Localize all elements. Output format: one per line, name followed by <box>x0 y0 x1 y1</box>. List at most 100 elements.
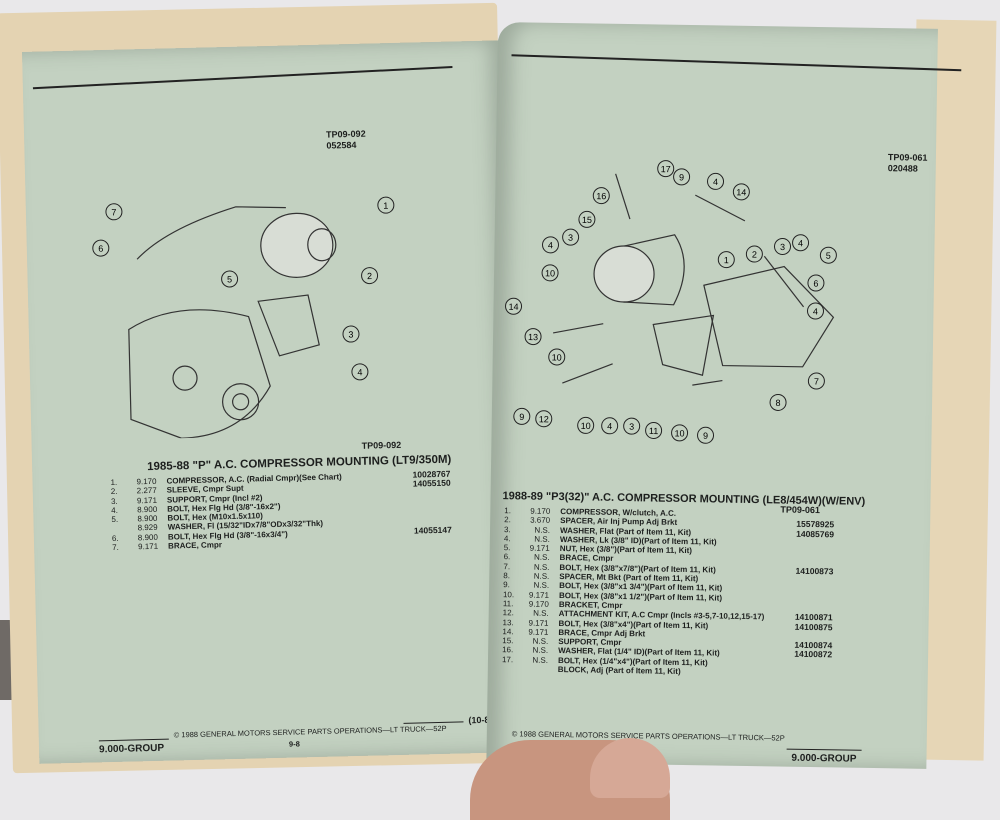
callout-circle <box>505 297 523 315</box>
callout-11: 11 <box>645 421 663 439</box>
callout-10: 10 <box>577 416 595 434</box>
callout-label: 4 <box>813 306 818 316</box>
item-number: 8. <box>503 571 511 581</box>
callout-16: 16 <box>592 187 610 205</box>
callout-1: 1 <box>377 196 395 214</box>
callout-4: 4 <box>542 236 560 254</box>
item-number: 10. <box>502 589 515 599</box>
callout-label: 9 <box>679 172 684 182</box>
callout-4: 4 <box>351 363 369 381</box>
callout-circle <box>657 160 675 178</box>
group-label: 9.000-GROUP <box>791 752 857 765</box>
group-number: N.S. <box>534 525 551 535</box>
callout-circle <box>623 417 641 435</box>
callout-label: 7 <box>814 377 819 387</box>
callout-label: 8 <box>775 398 780 408</box>
callout-label: 5 <box>826 251 831 261</box>
callout-10: 10 <box>671 424 689 442</box>
callout-label: 1 <box>724 255 729 265</box>
callout-label: 3 <box>629 422 634 432</box>
callout-7: 7 <box>807 372 825 390</box>
callout-circle <box>562 228 580 246</box>
callout-circle <box>717 251 735 269</box>
callout-circle <box>541 264 559 282</box>
callout-14: 14 <box>732 183 750 201</box>
callout-circle <box>806 302 824 320</box>
callout-circle <box>807 372 825 390</box>
callout-13: 13 <box>524 328 542 346</box>
item-number: 1. <box>504 506 512 516</box>
callout-4: 4 <box>806 302 824 320</box>
group-number: N.S. <box>532 636 549 647</box>
callout-label: 6 <box>813 278 818 288</box>
callout-circle <box>745 245 763 263</box>
callout-label: 2 <box>367 271 372 281</box>
callout-label: 10 <box>552 352 562 362</box>
callout-2: 2 <box>745 245 763 263</box>
callout-9: 9 <box>673 168 691 186</box>
callout-2: 2 <box>361 267 379 285</box>
callout-label: 5 <box>227 274 232 284</box>
callout-9: 9 <box>513 407 531 425</box>
item-number: 5. <box>503 543 511 553</box>
header-rule <box>32 65 453 90</box>
callout-label: 9 <box>519 412 524 422</box>
callout-circle <box>361 267 379 285</box>
callout-label: 17 <box>661 164 671 174</box>
group-number: N.S. <box>533 608 549 619</box>
callout-circle <box>513 407 531 425</box>
item-number: 13. <box>502 617 514 627</box>
item-number: 2. <box>504 515 511 525</box>
copyright-footer: © 1988 GENERAL MOTORS SERVICE PARTS OPER… <box>173 723 447 740</box>
callout-circle <box>774 237 792 255</box>
callout-label: 10 <box>545 268 555 278</box>
callout-circle <box>535 410 553 428</box>
callout-label: 4 <box>357 367 362 377</box>
callout-label: 7 <box>111 207 116 217</box>
callout-circle <box>221 270 239 288</box>
callout-circle <box>819 246 837 264</box>
part-description: BLOCK, Adj (Part of Item 11, Kit) <box>557 665 681 676</box>
callout-label: 9 <box>703 431 708 441</box>
group-number: N.S. <box>533 571 550 581</box>
callout-4: 4 <box>707 172 725 190</box>
callout-12: 12 <box>535 410 553 428</box>
callout-14: 14 <box>505 297 523 315</box>
item-number: 12. <box>502 608 514 618</box>
callout-label: 3 <box>780 242 785 252</box>
item-number <box>502 664 524 674</box>
thumb <box>590 738 670 798</box>
callout-circle <box>92 239 110 257</box>
callout-3: 3 <box>562 228 580 246</box>
callout-9: 9 <box>697 426 715 444</box>
part-number <box>388 535 452 546</box>
item-number: 9. <box>503 580 510 590</box>
callout-circle <box>105 203 123 221</box>
group-number: 9.171 <box>529 543 550 554</box>
callout-8: 8 <box>769 393 787 411</box>
callout-label: 4 <box>798 238 803 248</box>
callout-label: 13 <box>528 332 538 342</box>
callout-5: 5 <box>819 246 837 264</box>
callout-circle <box>792 234 810 252</box>
callout-1: 1 <box>717 251 735 269</box>
callout-6: 6 <box>92 239 110 257</box>
footer-rule <box>786 748 862 751</box>
callout-circle <box>645 421 663 439</box>
callout-circle <box>601 417 619 435</box>
figure-code: TP09-061 <box>887 152 928 163</box>
group-number: 9.171 <box>528 627 549 637</box>
callout-15: 15 <box>578 210 596 228</box>
callout-17: 17 <box>657 160 675 178</box>
callout-circle <box>732 183 750 201</box>
callout-circle <box>807 274 825 292</box>
group-number: N.S. <box>533 562 550 572</box>
callout-label: 14 <box>508 302 518 312</box>
item-number: 3. <box>110 496 118 506</box>
callout-3: 3 <box>623 417 641 435</box>
group-number: N.S. <box>532 655 549 665</box>
callout-label: 10 <box>581 421 591 431</box>
date-code: 020488 <box>887 163 918 174</box>
